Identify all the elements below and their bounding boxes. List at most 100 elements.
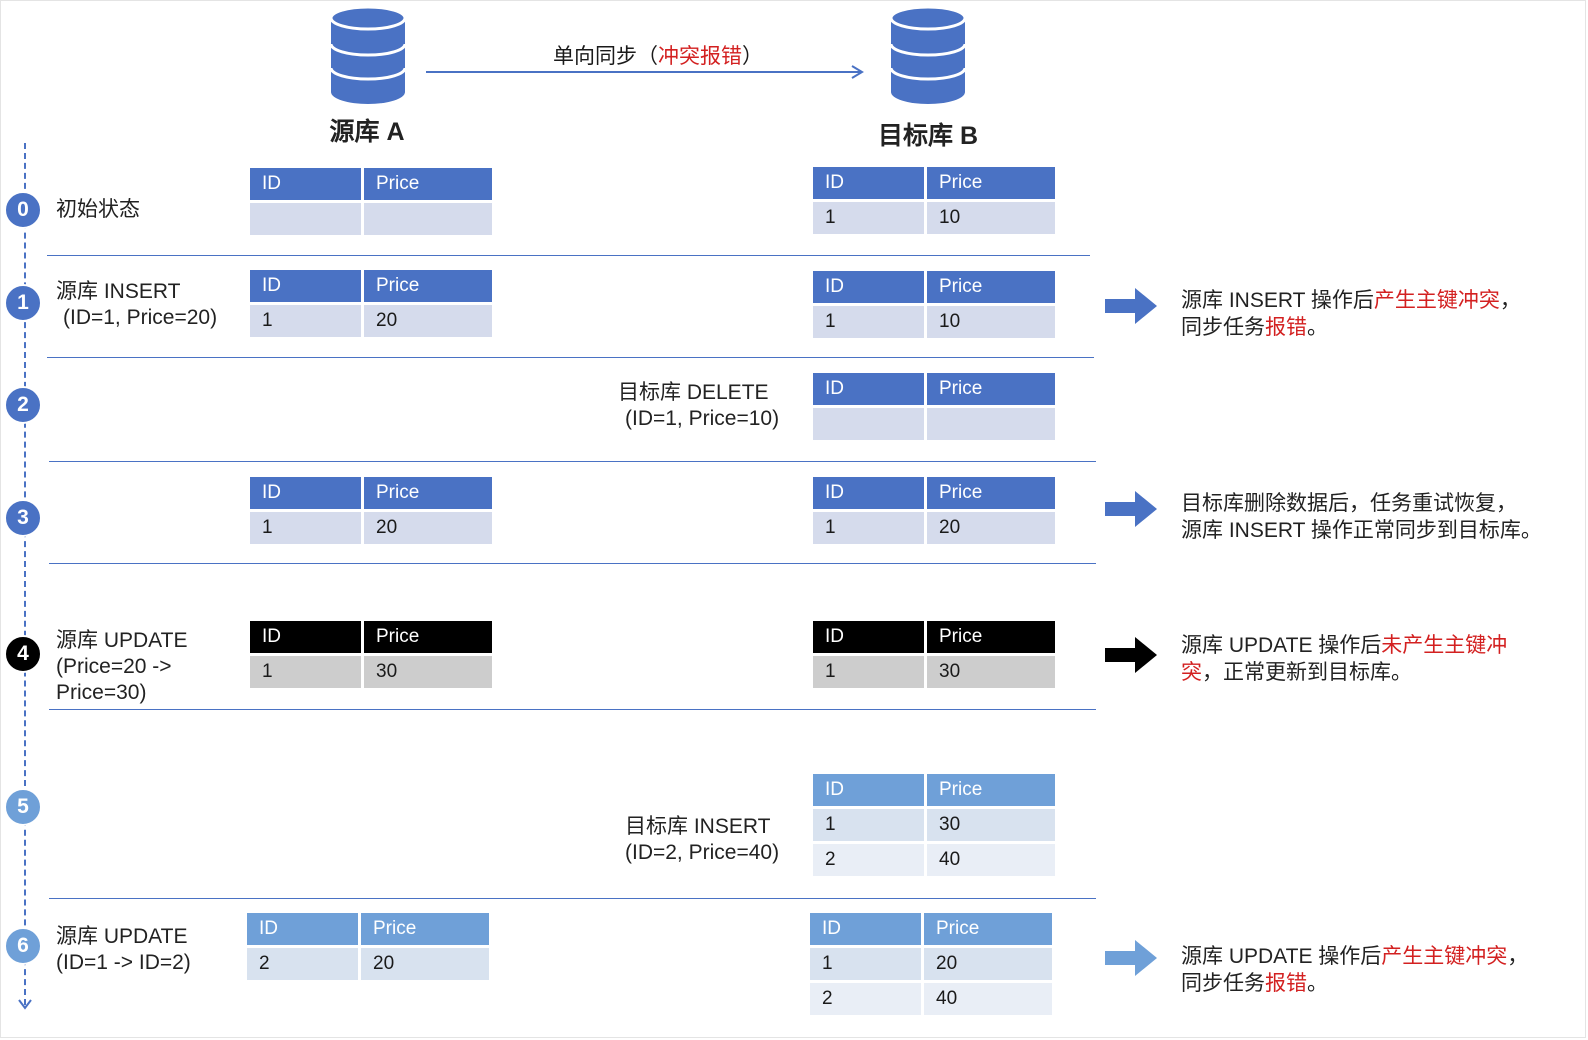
cell-id: 1 — [810, 948, 921, 980]
header-price: Price — [927, 271, 1055, 303]
step-label: 初始状态 — [56, 198, 140, 221]
header-id: ID — [250, 168, 361, 200]
header-price: Price — [927, 621, 1055, 653]
header-id: ID — [813, 621, 924, 653]
result-arrow-icon — [1105, 288, 1157, 324]
header-id: ID — [810, 913, 921, 945]
header-price: Price — [927, 167, 1055, 199]
cell-id: 1 — [813, 656, 924, 688]
step-divider — [49, 563, 1096, 564]
header-id: ID — [813, 271, 924, 303]
cell-id: 1 — [813, 512, 924, 544]
cell-id: 2 — [810, 983, 921, 1015]
header-id: ID — [813, 373, 924, 405]
step-divider — [47, 255, 1090, 256]
cell-id — [813, 408, 924, 440]
header-price: Price — [927, 373, 1055, 405]
step-badge: 6 — [4, 927, 42, 965]
header-id: ID — [813, 477, 924, 509]
step-divider — [49, 898, 1096, 899]
step-label: 源库 UPDATE (Price=20 -> Price=30) — [56, 629, 188, 704]
header-price: Price — [927, 477, 1055, 509]
cell-price: 10 — [927, 202, 1055, 234]
source-database-icon — [329, 6, 407, 104]
sync-direction-label: 单向同步（冲突报错） — [553, 45, 763, 68]
cell-id: 1 — [813, 306, 924, 338]
header-id: ID — [813, 167, 924, 199]
cell-price: 20 — [361, 948, 489, 980]
header-id: ID — [250, 621, 361, 653]
header-price: Price — [364, 270, 492, 302]
header-price: Price — [361, 913, 489, 945]
cell-price: 30 — [927, 656, 1055, 688]
step-badge: 3 — [4, 499, 42, 537]
header-id: ID — [813, 774, 924, 806]
cell-id: 1 — [250, 305, 361, 337]
cell-price: 20 — [364, 512, 492, 544]
header-id: ID — [250, 477, 361, 509]
step-divider — [49, 709, 1096, 710]
step-note: 源库 INSERT 操作后产生主键冲突， 同步任务报错。 — [1181, 289, 1521, 339]
step-divider — [47, 357, 1094, 358]
step-badge: 1 — [4, 284, 42, 322]
cell-id: 1 — [813, 809, 924, 841]
timeline-arrow-icon — [18, 999, 32, 1010]
step-note: 目标库删除数据后，任务重试恢复， 源库 INSERT 操作正常同步到目标库。 — [1181, 492, 1542, 542]
header-id: ID — [250, 270, 361, 302]
cell-price: 20 — [924, 948, 1052, 980]
cell-id: 2 — [813, 844, 924, 876]
cell-id: 1 — [250, 656, 361, 688]
cell-price — [927, 408, 1055, 440]
cell-price: 30 — [927, 809, 1055, 841]
cell-price — [364, 203, 492, 235]
cell-price: 30 — [364, 656, 492, 688]
header-id: ID — [247, 913, 358, 945]
step-badge: 0 — [4, 191, 42, 229]
cell-price: 40 — [927, 844, 1055, 876]
cell-id — [250, 203, 361, 235]
header-price: Price — [924, 913, 1052, 945]
cell-id: 1 — [813, 202, 924, 234]
header-price: Price — [364, 168, 492, 200]
step-divider — [49, 461, 1096, 462]
header-price: Price — [364, 621, 492, 653]
target-database-icon — [889, 6, 967, 104]
step-label: 源库 UPDATE (ID=1 -> ID=2) — [56, 925, 191, 974]
sync-arrow-icon — [426, 65, 864, 79]
step-badge: 4 — [4, 635, 42, 673]
cell-price: 20 — [364, 305, 492, 337]
cell-id: 2 — [247, 948, 358, 980]
source-db-label: 源库 A — [329, 118, 405, 146]
target-db-label: 目标库 B — [877, 122, 979, 150]
cell-price: 40 — [924, 983, 1052, 1015]
header-price: Price — [927, 774, 1055, 806]
step-badge: 2 — [4, 386, 42, 424]
cell-price: 20 — [927, 512, 1055, 544]
timeline-line — [24, 143, 26, 1005]
operation-label: 目标库 DELETE (ID=1, Price=10) — [618, 381, 780, 430]
step-label: 源库 INSERT (ID=1, Price=20) — [56, 280, 218, 329]
header-price: Price — [364, 477, 492, 509]
step-badge: 5 — [4, 788, 42, 826]
result-arrow-icon — [1105, 491, 1157, 527]
step-note: 源库 UPDATE 操作后产生主键冲突， 同步任务报错。 — [1181, 945, 1529, 995]
cell-id: 1 — [250, 512, 361, 544]
step-note: 源库 UPDATE 操作后未产生主键冲 突，正常更新到目标库。 — [1181, 634, 1508, 684]
cell-price: 10 — [927, 306, 1055, 338]
result-arrow-icon — [1105, 637, 1157, 673]
operation-label: 目标库 INSERT (ID=2, Price=40) — [625, 815, 780, 864]
result-arrow-icon — [1105, 940, 1157, 976]
